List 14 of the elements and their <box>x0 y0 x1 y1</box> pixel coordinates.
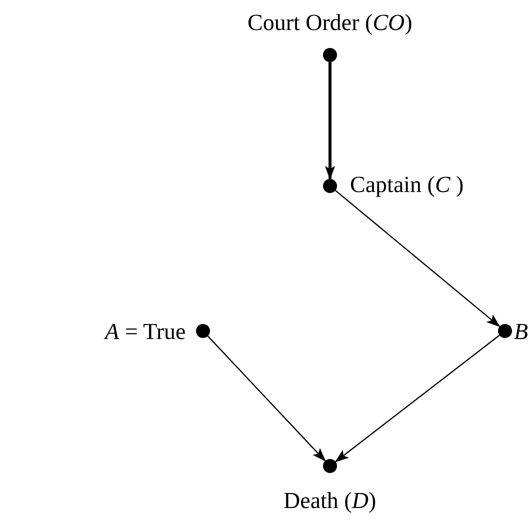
node-dot <box>323 179 337 193</box>
node-dot <box>323 48 337 62</box>
arrow <box>325 62 335 180</box>
arrow <box>335 190 500 328</box>
node-dot <box>196 324 210 338</box>
node-label: B <box>514 320 528 342</box>
node-label: A = True <box>105 320 186 342</box>
node-label: Death (D) <box>284 488 376 512</box>
node-dot <box>323 459 337 473</box>
node-dot <box>498 324 512 338</box>
node-label: Captain (C ) <box>350 172 464 196</box>
arrow <box>334 334 500 462</box>
node-label: Court Order (CO) <box>248 10 412 34</box>
arrow <box>207 336 326 462</box>
